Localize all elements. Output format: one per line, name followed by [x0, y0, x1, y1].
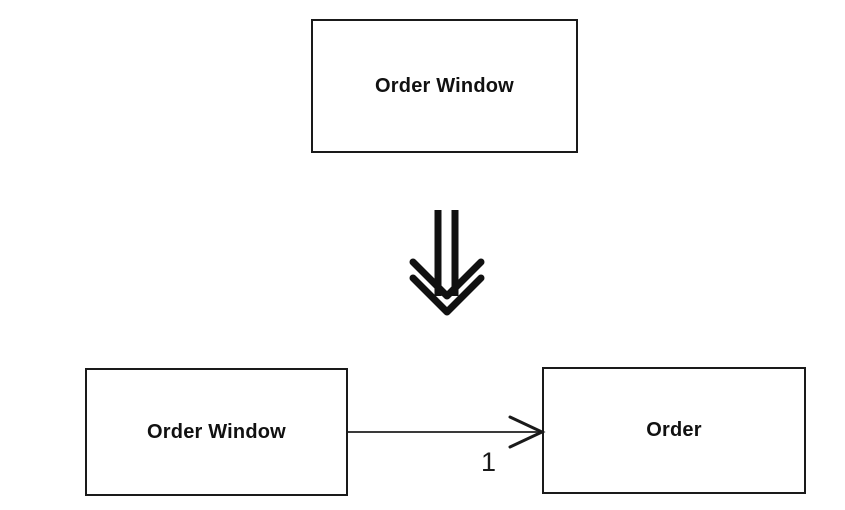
- node-order-window-bottom[interactable]: Order Window: [85, 368, 348, 496]
- node-label: Order Window: [147, 420, 286, 443]
- arrow-right-icon: [508, 415, 546, 449]
- multiplicity-label: 1: [481, 447, 497, 477]
- association-connector[interactable]: [340, 405, 555, 465]
- node-order[interactable]: Order: [542, 367, 806, 494]
- node-order-window-top[interactable]: Order Window: [311, 19, 578, 153]
- node-label: Order: [646, 419, 702, 441]
- node-label: Order Window: [375, 74, 514, 97]
- refinement-arrow-icon: [409, 210, 485, 316]
